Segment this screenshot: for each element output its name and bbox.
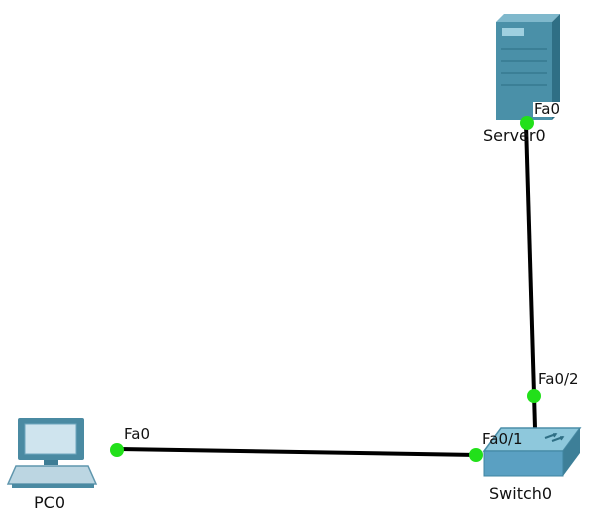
port-status-dot [527,389,541,403]
pc-icon[interactable] [6,418,98,488]
port-status-dot [110,443,124,457]
link-pc0-switch0[interactable] [116,447,478,457]
port-label-switch0-fa0-1: Fa0/1 [482,430,523,448]
port-status-dot [469,448,483,462]
server-icon[interactable] [496,14,560,120]
port-label-server0-fa0: Fa0 [533,100,561,118]
device-label-switch0[interactable]: Switch0 [489,484,553,503]
port-label-switch0-fa0-2: Fa0/2 [538,370,579,388]
switch-icon[interactable] [482,427,582,477]
link-server0-switch0[interactable] [524,123,537,429]
device-label-server0[interactable]: Server0 [483,126,546,145]
port-status-dot [520,116,534,130]
device-label-pc0[interactable]: PC0 [34,493,65,512]
port-label-pc0-fa0: Fa0 [124,425,150,443]
